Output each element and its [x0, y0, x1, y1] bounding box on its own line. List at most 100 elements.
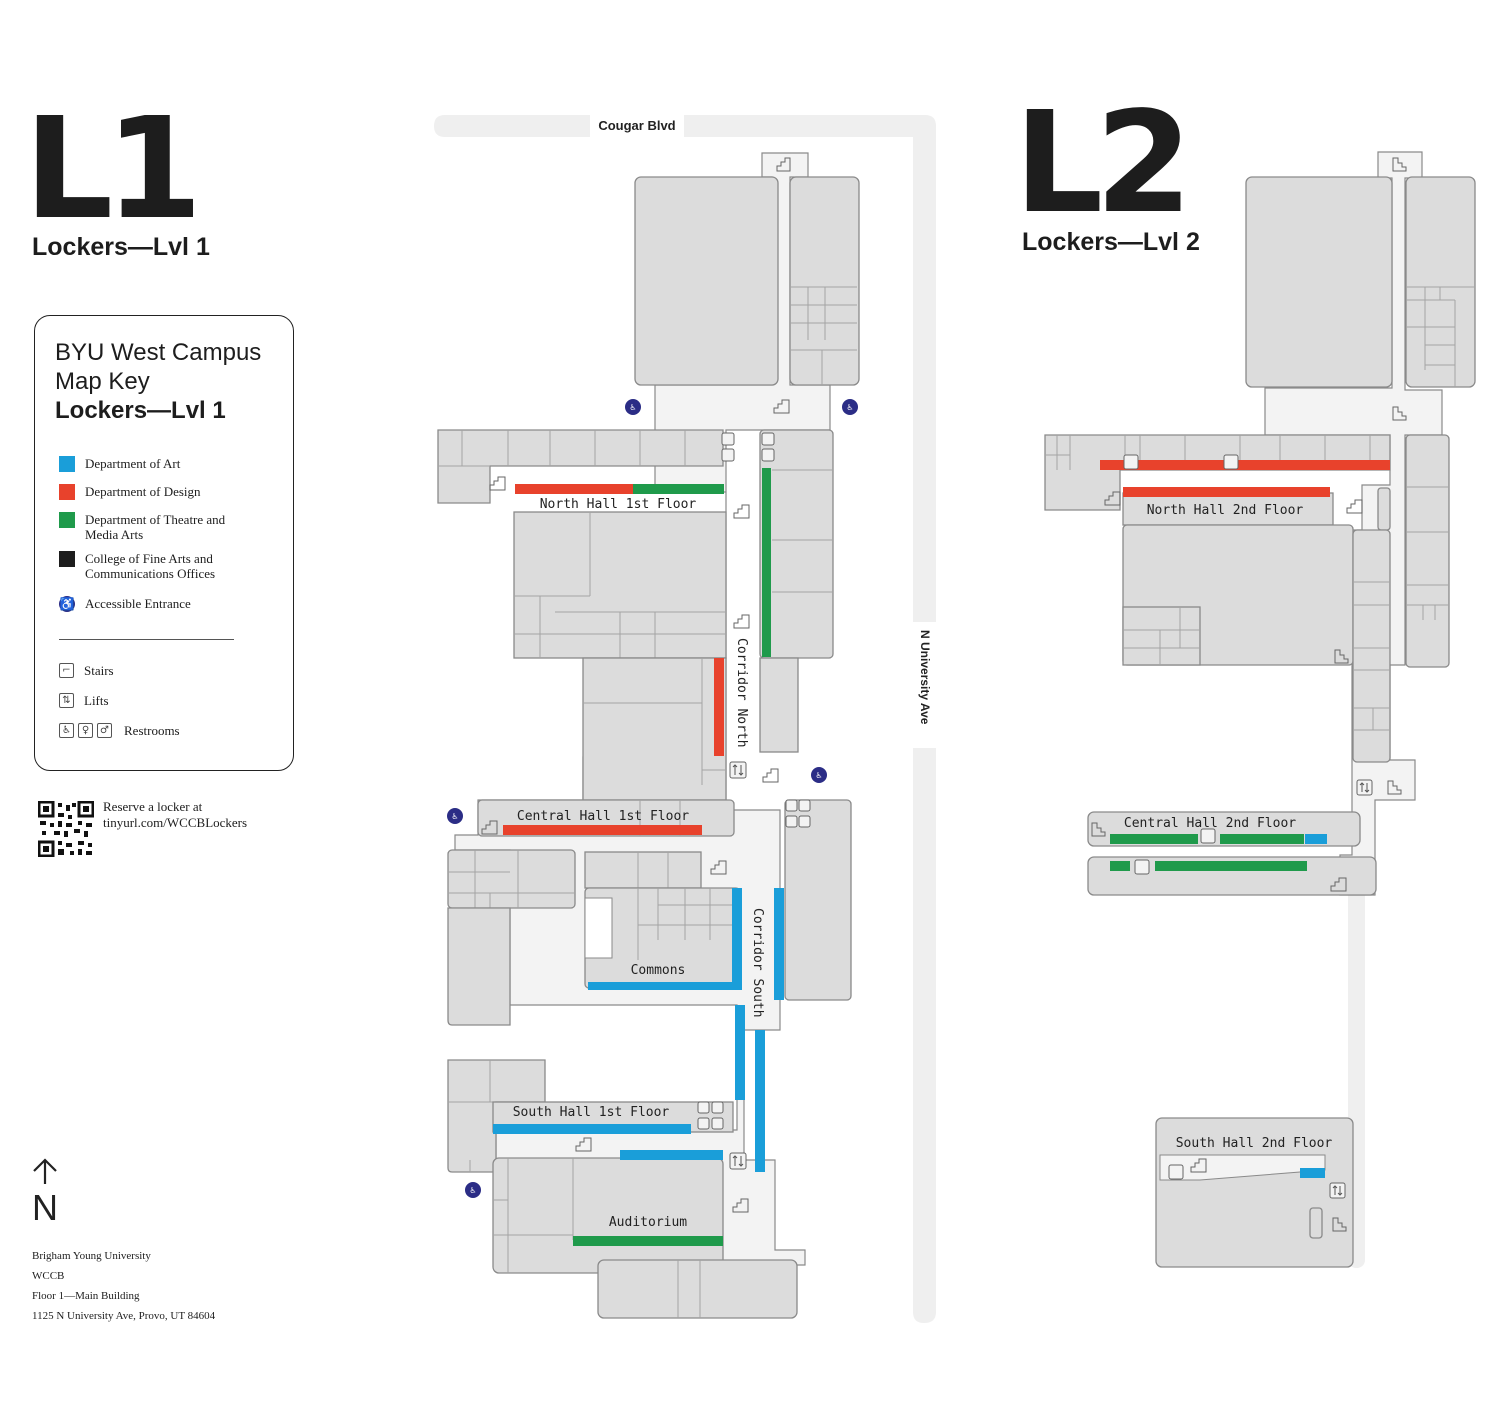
accessible-restroom-icon	[711, 1117, 724, 1130]
l1-west-block	[447, 907, 511, 1026]
l1-corridor-north-label: Corridor North	[734, 638, 749, 748]
stairs-icon	[773, 399, 790, 414]
locker-art	[493, 1124, 691, 1134]
l1-central-upper-rooms	[582, 657, 727, 801]
l2-north-hall-upper	[1122, 492, 1334, 526]
accessible-restroom-icon	[711, 1101, 724, 1114]
reserve-text: Reserve a locker at tinyurl.com/WCCBLock…	[103, 799, 247, 831]
map-key: BYU West Campus Map Key Lockers—Lvl 1 De…	[34, 315, 294, 771]
restroom-icon	[721, 432, 735, 446]
university-ave-road	[913, 748, 936, 1323]
legend-item-offices: College of Fine Arts and Communications …	[59, 551, 249, 581]
stairs-icon	[1334, 649, 1349, 664]
l1-lockers	[493, 468, 784, 1246]
l1-west-rooms	[447, 849, 576, 909]
legend-label: Stairs	[84, 663, 114, 678]
l2-north-block-east	[1405, 176, 1476, 388]
accessible-restroom-icon: ♿	[59, 723, 74, 738]
l1-north-hall-label: North Hall 1st Floor	[540, 497, 697, 512]
reserve-link[interactable]: tinyurl.com/WCCBLockers	[103, 815, 248, 830]
level1-subtitle: Lockers—Lvl 1	[32, 233, 210, 261]
lift-icon: ⇅	[59, 693, 74, 708]
map-key-title: BYU West Campus Map Key Lockers—Lvl 1	[55, 338, 261, 425]
restroom-icon	[761, 432, 775, 446]
locker-design	[515, 484, 633, 494]
theatre-swatch	[59, 512, 75, 528]
stairs-icon	[732, 1198, 749, 1213]
university-ave-label: N University Ave	[918, 630, 932, 725]
wheelchair-icon	[465, 1182, 481, 1198]
legend-item-stairs: ⌐ Stairs	[59, 663, 114, 678]
accessible-restroom-icon	[721, 448, 735, 462]
address-block: Brigham Young University WCCB Floor 1—Ma…	[32, 1246, 215, 1326]
restroom-icon	[785, 799, 798, 812]
cougar-blvd-road	[434, 115, 590, 137]
svg-text:♿: ♿	[816, 771, 822, 781]
stairs-icon	[733, 504, 750, 519]
restroom-icon	[1168, 1164, 1184, 1180]
reserve-line1: Reserve a locker at	[103, 799, 203, 814]
legend-item-design: Department of Design	[59, 484, 201, 500]
stairs-icon	[1330, 877, 1347, 892]
locker-theatre	[1220, 834, 1304, 844]
address-line4: 1125 N University Ave, Provo, UT 84604	[32, 1310, 216, 1322]
cougar-blvd-label: Cougar Blvd	[598, 118, 675, 133]
l2-floorplan: North Hall 2nd Floor Central Hall 2nd Fl…	[1044, 151, 1476, 1268]
svg-text:♿: ♿	[452, 812, 458, 822]
locker-art	[1300, 1168, 1325, 1178]
stairs-icon	[1346, 499, 1363, 514]
lift-icon	[1329, 1182, 1346, 1199]
lift-icon	[729, 1152, 747, 1170]
locker-design	[503, 825, 702, 835]
legend-item-accessible: ♿ Accessible Entrance	[59, 596, 191, 612]
level2-heading: L2	[1014, 82, 1193, 245]
stairs-icon	[1190, 1158, 1207, 1173]
l1-central-east-block	[784, 799, 852, 1001]
l1-south-hall-label: South Hall 1st Floor	[513, 1105, 670, 1120]
locker-theatre	[633, 484, 724, 494]
locker-theatre	[762, 468, 771, 657]
svg-text:♿: ♿	[470, 1186, 476, 1196]
address-line1: Brigham Young University	[32, 1250, 151, 1262]
l1-central-hall-label: Central Hall 1st Floor	[517, 809, 689, 824]
restroom-icon	[697, 1117, 710, 1130]
locker-art	[1305, 834, 1327, 844]
stairs-icon	[1392, 406, 1407, 421]
stairs-icon	[1104, 491, 1121, 506]
l2-shaft	[1377, 487, 1391, 531]
restroom-icon	[785, 815, 798, 828]
art-swatch	[59, 456, 75, 472]
locker-theatre	[1155, 861, 1307, 871]
stairs-icon	[1392, 157, 1407, 172]
address-line3: Floor 1—Main Building	[32, 1290, 140, 1302]
locker-design	[1123, 487, 1330, 497]
l2-south-hall-label: South Hall 2nd Floor	[1176, 1136, 1333, 1151]
l2-north-block-west	[1245, 176, 1393, 388]
legend-item-lifts: ⇅ Lifts	[59, 693, 109, 708]
restroom-icon	[1134, 859, 1150, 875]
wheelchair-icon	[447, 808, 463, 824]
legend-label: Department of Art	[85, 456, 181, 471]
svg-text:♿: ♿	[630, 403, 636, 413]
lift-icon	[729, 761, 747, 779]
legend-label: Department of Theatre and Media Arts	[85, 512, 226, 542]
design-swatch	[59, 484, 75, 500]
locker-art	[774, 888, 784, 1000]
stairs-icon	[762, 768, 779, 783]
locker-art	[755, 1030, 765, 1172]
accessible-restroom-icon	[761, 448, 775, 462]
legend-item-theatre: Department of Theatre and Media Arts	[59, 512, 229, 542]
wheelchair-icon	[811, 767, 827, 783]
l2-south-hall-corridor	[1159, 1154, 1326, 1181]
l1-north-block-west	[634, 176, 779, 386]
womens-restroom-icon: ♀	[78, 723, 93, 738]
map-key-title-line1: BYU West Campus	[55, 339, 262, 366]
l2-east-column	[1352, 529, 1391, 763]
stairs-icon	[1091, 822, 1106, 837]
l1-floorplan: North Hall 1st Floor Central Hall 1st Fl…	[437, 152, 860, 1319]
legend-label: Lifts	[84, 693, 109, 708]
legend-item-restrooms: ♿ ♀ ♂ Restrooms	[59, 723, 180, 738]
offices-swatch	[59, 551, 75, 567]
qr-code[interactable]	[38, 801, 94, 857]
